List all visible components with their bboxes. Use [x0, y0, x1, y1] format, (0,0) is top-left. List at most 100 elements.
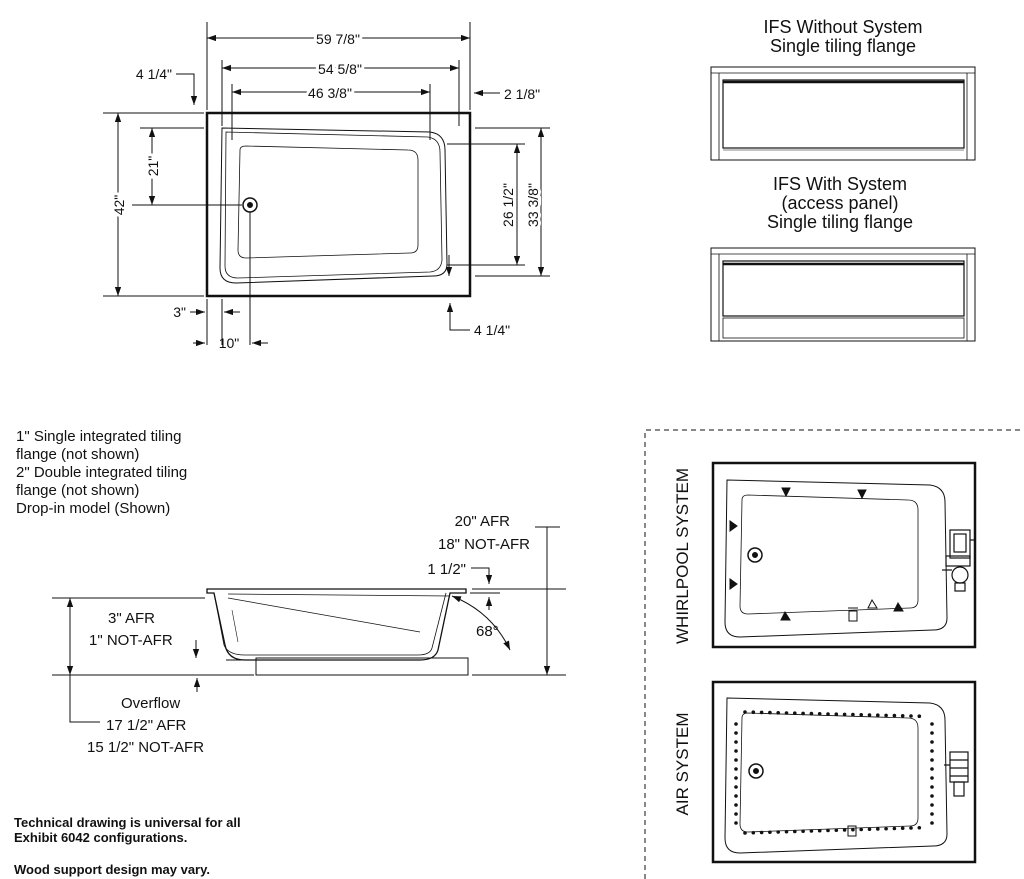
ifs-with-title-line1: IFS With System	[772, 174, 907, 194]
jet-icon	[857, 489, 867, 500]
dim-overall-depth: 42"	[111, 195, 127, 216]
air-jet-icon	[734, 785, 738, 789]
universal-note: Technical drawing is universal for all E…	[14, 815, 241, 845]
overflow-label: Overflow	[121, 695, 180, 712]
air-jet-icon	[743, 710, 747, 714]
air-jet-icon	[776, 830, 780, 834]
air-jet-icon	[759, 710, 764, 715]
air-jet-icon	[930, 740, 934, 744]
air-jets	[734, 710, 934, 835]
air-jet-icon	[759, 830, 764, 835]
air-jet-icon	[930, 794, 934, 798]
dim-left-flange: 4 1/4"	[136, 66, 172, 82]
note-line: 1" Single integrated tiling	[16, 428, 182, 445]
whirlpool-label: WHIRLPOOL SYSTEM	[673, 468, 692, 644]
jet-icon	[780, 610, 791, 621]
ifs-without-title: IFS Without System Single tiling flange	[693, 18, 993, 56]
air-jet-icon	[776, 711, 780, 715]
dim-left-offset: 3"	[173, 304, 186, 320]
air-jet-icon	[851, 827, 855, 832]
angle-arc	[451, 595, 511, 651]
air-jet-icon	[930, 731, 934, 735]
air-jet-icon	[930, 758, 934, 762]
access-panel	[722, 317, 965, 339]
air-jet-icon	[801, 711, 805, 716]
air-jet-icon	[734, 803, 738, 807]
air-jet-icon	[834, 712, 839, 716]
tub-section	[206, 588, 467, 661]
air-jet-icon	[930, 812, 934, 816]
dim-inner-width: 54 5/8"	[318, 61, 362, 77]
ifs-without-title-line1: IFS Without System	[763, 17, 923, 37]
tub-outline	[205, 111, 472, 298]
dim-basin-width: 46 3/8"	[308, 85, 352, 101]
air-jet-icon	[851, 712, 855, 717]
air-jet-icon	[751, 710, 756, 714]
air-jet-icon	[834, 828, 839, 833]
air-drain-icon	[748, 763, 764, 779]
air-jet-icon	[809, 711, 814, 716]
air-jet-icon	[876, 713, 880, 717]
air-jet-icon	[930, 785, 934, 789]
air-jet-icon	[917, 714, 922, 718]
air-jet-icon	[809, 829, 814, 833]
dim-drain-offset: 10"	[219, 335, 240, 351]
section-labels: 20" AFR 18" NOT-AFR 1 1/2" 68° 3" AFR 1"…	[87, 513, 530, 756]
overflow-not-afr: 15 1/2" NOT-AFR	[87, 739, 204, 756]
air-jet-icon	[734, 821, 738, 825]
air-jet-icon	[909, 714, 913, 718]
universal-note-line2: Exhibit 6042 configurations.	[14, 830, 188, 845]
height-afr: 20" AFR	[455, 513, 511, 530]
note-line: 2" Double integrated tiling	[16, 464, 188, 481]
jet-icon	[781, 487, 791, 498]
air-jet-icon	[876, 827, 880, 831]
whirlpool-tub	[711, 461, 977, 649]
air-jet-icon	[734, 749, 738, 753]
ifs-with-title-line2: (access panel)	[781, 193, 899, 213]
air-jet-icon	[768, 830, 772, 835]
dim-overall-width: 59 7/8"	[316, 31, 360, 47]
air-jet-icon	[734, 722, 738, 726]
air-jet-icon	[884, 826, 888, 831]
air-jet-icon	[751, 830, 756, 835]
air-jet-icon	[867, 827, 872, 832]
wood-support	[255, 657, 469, 676]
wood-support-note: Wood support design may vary.	[14, 862, 210, 877]
air-jet-icon	[930, 722, 934, 726]
air-jet-icon	[930, 803, 934, 807]
whirlpool-drain-icon	[747, 547, 763, 563]
rim-height: 1 1/2"	[427, 561, 466, 578]
air-jet-icon	[817, 712, 822, 716]
dim-drain-depth: 21"	[145, 156, 161, 177]
note-line: flange (not shown)	[16, 482, 140, 499]
dim-basin-depth: 26 1/2"	[500, 183, 516, 227]
air-tub	[711, 680, 977, 864]
ifs-with-view	[710, 247, 976, 342]
air-jet-icon	[900, 714, 905, 718]
universal-note-line1: Technical drawing is universal for all	[14, 815, 241, 830]
dim-bottom-flange: 4 1/4"	[474, 322, 510, 338]
air-jet-icon	[900, 826, 905, 831]
air-jet-icon	[793, 711, 797, 715]
air-jet-icon	[859, 713, 863, 717]
air-jet-icon	[734, 758, 738, 762]
note-line: flange (not shown)	[16, 446, 140, 463]
air-jet-icon	[784, 829, 789, 834]
system-labels: WHIRLPOOL SYSTEM AIR SYSTEM	[673, 468, 692, 815]
air-jet-icon	[892, 826, 897, 831]
air-jet-icon	[734, 740, 738, 744]
wall-angle: 68°	[476, 623, 499, 640]
jet-icon	[893, 601, 904, 612]
air-jet-icon	[734, 776, 738, 780]
air-label: AIR SYSTEM	[673, 713, 692, 816]
air-jet-icon	[892, 713, 897, 718]
plan-dimension-labels: 59 7/8" 54 5/8" 46 3/8" 4 1/4" 2 1/8" 42…	[108, 28, 544, 351]
air-jet-icon	[817, 828, 822, 833]
ifs-with-title-line3: Single tiling flange	[766, 212, 914, 232]
air-jet-icon	[842, 828, 847, 832]
air-jet-icon	[826, 828, 830, 833]
wood-support-note-text: Wood support design may vary.	[14, 862, 210, 877]
air-jet-icon	[909, 826, 913, 830]
air-jet-icon	[930, 767, 934, 771]
base-not-afr: 1" NOT-AFR	[89, 632, 173, 649]
